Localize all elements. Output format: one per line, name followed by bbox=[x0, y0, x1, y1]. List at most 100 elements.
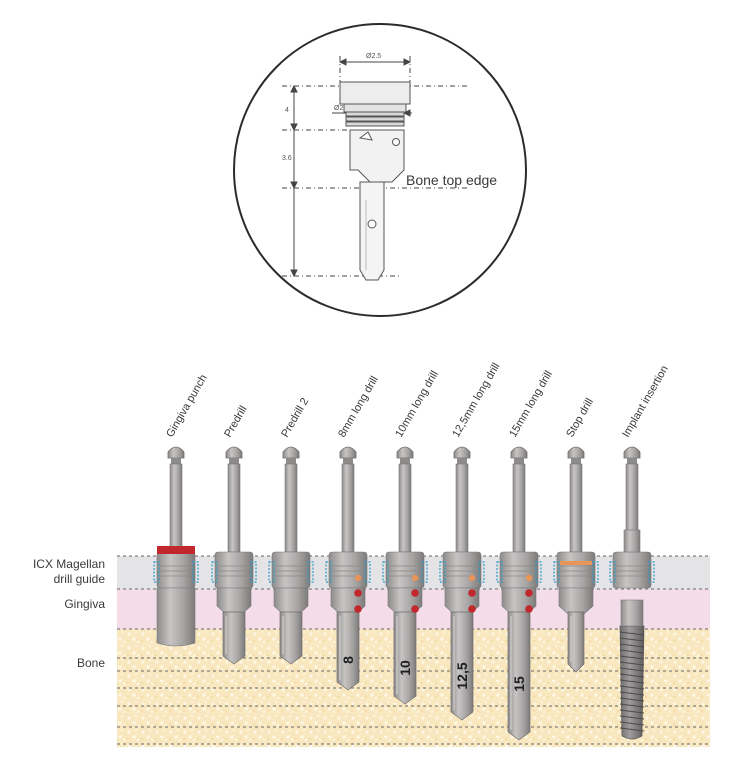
detail-collar-cap bbox=[339, 81, 411, 105]
implant-thread bbox=[619, 709, 645, 714]
depth-marker-orange bbox=[525, 574, 533, 582]
guide-sleeve bbox=[556, 551, 596, 589]
instrument-latch bbox=[282, 446, 300, 459]
guide-ring-right bbox=[421, 561, 428, 583]
guide-sleeve bbox=[214, 551, 254, 589]
implant-thread bbox=[619, 661, 645, 666]
drill-bit bbox=[507, 611, 531, 741]
drill-bit bbox=[450, 611, 474, 721]
instrument-label: Predrill bbox=[222, 404, 250, 440]
detail-instrument bbox=[339, 81, 411, 281]
guide-sleeve bbox=[385, 551, 425, 589]
guide-sleeve bbox=[442, 551, 482, 589]
instrument-label: Stop drill bbox=[564, 396, 596, 439]
guide-sleeve bbox=[156, 551, 196, 589]
implant-thread bbox=[619, 643, 645, 648]
guide-ring-left bbox=[439, 561, 446, 583]
instrument-shank bbox=[169, 463, 183, 553]
instrument-label: 8mm long drill bbox=[336, 374, 381, 439]
implant-thread bbox=[619, 715, 645, 720]
guide-body bbox=[216, 587, 252, 615]
implant-thread bbox=[619, 703, 645, 708]
guide-ring-right bbox=[307, 561, 314, 583]
guide-sleeve bbox=[271, 551, 311, 589]
guide-body bbox=[273, 587, 309, 615]
instrument-shank bbox=[398, 463, 412, 553]
instrument-label: Predrill 2 bbox=[279, 396, 311, 440]
dim-height-top-label: 4 bbox=[285, 107, 289, 114]
implant-thread bbox=[619, 685, 645, 690]
guide-sleeve bbox=[612, 551, 652, 589]
stop-marker bbox=[560, 561, 592, 565]
drill-bit bbox=[336, 611, 360, 691]
guide-ring-right bbox=[364, 561, 371, 583]
drill-guide-label-line1: ICX Magellan bbox=[33, 557, 105, 571]
instrument-label: 15mm long drill bbox=[507, 369, 555, 440]
depth-marker-orange bbox=[468, 574, 476, 582]
guide-ring-left bbox=[609, 561, 616, 583]
depth-marker-orange bbox=[354, 574, 362, 582]
depth-marker-red bbox=[525, 605, 533, 613]
instrument-latch bbox=[567, 446, 585, 459]
depth-marker-red bbox=[411, 605, 419, 613]
implant-thread bbox=[619, 679, 645, 684]
guide-ring-left bbox=[553, 561, 560, 583]
punch-red-band bbox=[157, 546, 195, 554]
instrument-latch bbox=[453, 446, 471, 459]
depth-marker-red bbox=[468, 589, 476, 597]
guide-ring-right bbox=[535, 561, 542, 583]
instrument-latch bbox=[339, 446, 357, 459]
depth-marker-red bbox=[354, 605, 362, 613]
instrument-latch bbox=[510, 446, 528, 459]
implant-thread bbox=[619, 691, 645, 696]
drill-bit bbox=[222, 611, 246, 665]
implant-thread bbox=[619, 727, 645, 732]
instrument-2: Predrill bbox=[211, 404, 257, 665]
instrument-latch bbox=[623, 446, 641, 459]
guide-ring-left bbox=[268, 561, 275, 583]
depth-number: 8 bbox=[340, 656, 356, 664]
guide-ring-left bbox=[153, 561, 160, 583]
instrument-shank bbox=[341, 463, 355, 553]
instrument-tip bbox=[156, 587, 196, 647]
drill-bit bbox=[567, 611, 585, 673]
guide-ring-left bbox=[325, 561, 332, 583]
guide-ring-right bbox=[648, 561, 655, 583]
detail-magnifier: Ø2.5 Ø2.8 4 3.6 Bone top edge bbox=[233, 23, 527, 317]
guide-ring-left bbox=[382, 561, 389, 583]
depth-marker-red bbox=[411, 589, 419, 597]
implant-thread bbox=[619, 697, 645, 702]
guide-ring-left bbox=[496, 561, 503, 583]
depth-marker-red bbox=[525, 589, 533, 597]
instrument-shank bbox=[227, 463, 241, 553]
implant-thread bbox=[619, 721, 645, 726]
gingiva-label: Gingiva bbox=[64, 597, 105, 611]
instrument-latch bbox=[167, 446, 185, 459]
bone-top-edge-callout: Bone top edge bbox=[406, 172, 497, 188]
dim-width-mid-label: Ø2.8 bbox=[334, 105, 349, 112]
guide-body bbox=[558, 587, 594, 615]
depth-marker-orange bbox=[411, 574, 419, 582]
implant-thread bbox=[619, 649, 645, 654]
guide-ring-left bbox=[211, 561, 218, 583]
guide-sleeve bbox=[328, 551, 368, 589]
depth-number: 10 bbox=[397, 660, 413, 676]
depth-number: 12,5 bbox=[454, 662, 470, 689]
drill-bit bbox=[393, 611, 417, 705]
instrument-label: Implant insertion bbox=[620, 364, 671, 440]
drill-guide-label-line2: drill guide bbox=[54, 572, 106, 586]
instrument-label: 10mm long drill bbox=[393, 369, 441, 440]
drill-bit bbox=[279, 611, 303, 665]
instrument-shank bbox=[284, 463, 298, 553]
depth-marker-red bbox=[468, 605, 476, 613]
depth-number: 15 bbox=[511, 676, 527, 692]
guide-ring-right bbox=[192, 561, 199, 583]
bone-label: Bone bbox=[77, 656, 105, 670]
instrument-latch bbox=[396, 446, 414, 459]
dim-width-top-label: Ø2.5 bbox=[366, 53, 381, 60]
guide-sleeve bbox=[499, 551, 539, 589]
implant-thread bbox=[619, 655, 645, 660]
instrument-shank bbox=[455, 463, 469, 553]
guide-ring-right bbox=[592, 561, 599, 583]
